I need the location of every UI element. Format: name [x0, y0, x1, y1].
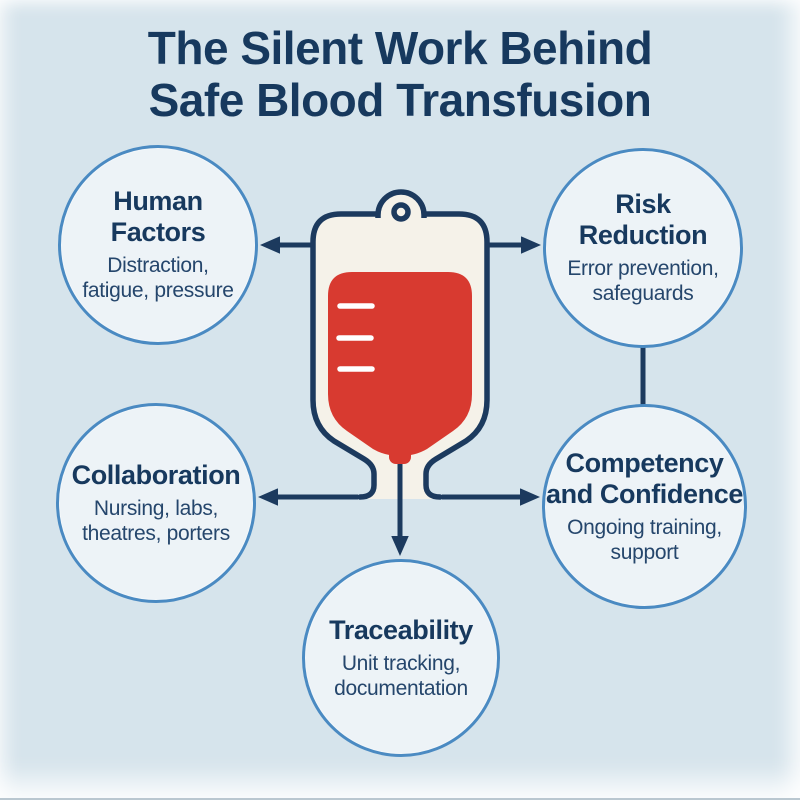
blood-fill — [328, 272, 472, 456]
node-title: Human Factors — [110, 186, 206, 248]
node-title: Risk Reduction — [578, 189, 708, 251]
node-competency-and-confidence: Competency and Confidence Ongoing traini… — [542, 404, 747, 609]
node-subtitle: Ongoing training, support — [567, 515, 722, 564]
blood-bag-icon — [310, 189, 490, 500]
node-traceability: Traceability Unit tracking, documentatio… — [302, 559, 500, 757]
bag-hanger-hole — [391, 202, 411, 222]
node-subtitle: Error prevention, safeguards — [567, 257, 719, 306]
node-subtitle: Nursing, labs, theatres, porters — [82, 496, 230, 545]
node-human-factors: Human Factors Distraction, fatigue, pres… — [58, 145, 258, 345]
node-risk-reduction: Risk Reduction Error prevention, safegua… — [543, 148, 743, 348]
page-title: The Silent Work Behind Safe Blood Transf… — [147, 22, 653, 127]
node-collaboration: Collaboration Nursing, labs, theatres, p… — [56, 403, 256, 603]
blood-port — [389, 438, 411, 464]
node-subtitle: Distraction, fatigue, pressure — [82, 254, 234, 303]
node-title: Traceability — [329, 614, 473, 645]
node-title: Collaboration — [71, 459, 241, 490]
node-title: Competency and Confidence — [546, 447, 743, 509]
node-subtitle: Unit tracking, documentation — [334, 651, 468, 700]
